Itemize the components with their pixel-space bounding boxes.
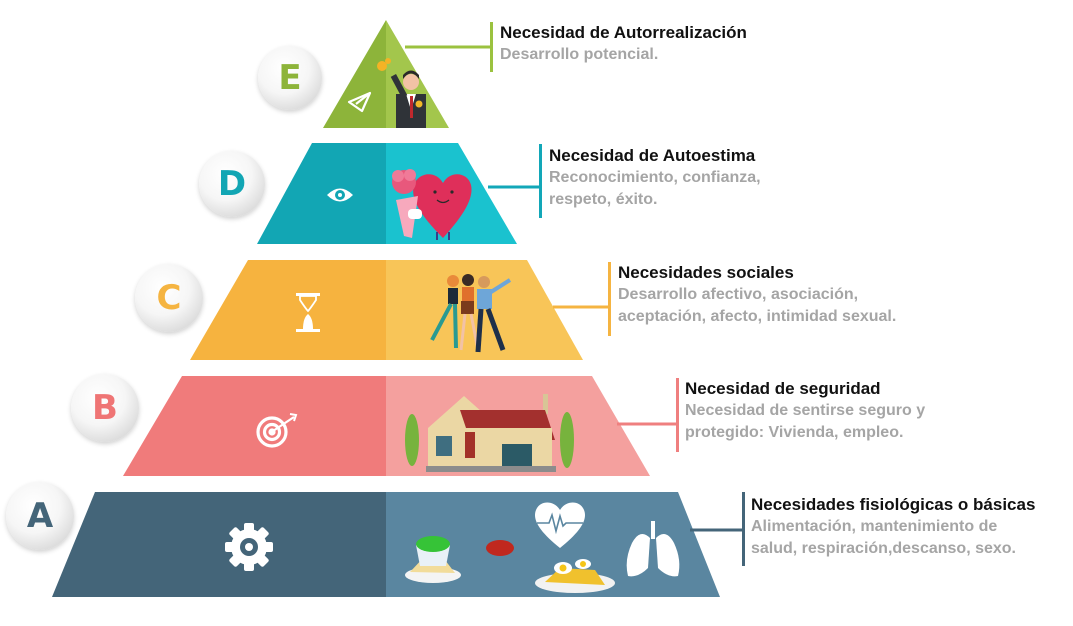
level-label-b: Necesidad de seguridad Necesidad de sent… xyxy=(685,378,925,444)
level-desc-line: respeto, éxito. xyxy=(549,191,658,208)
tier-c xyxy=(190,260,609,360)
label-bar-d xyxy=(539,144,542,218)
label-bar-b xyxy=(676,378,679,452)
level-badge-e: E xyxy=(258,46,322,110)
heart-pulse-icon xyxy=(535,502,585,548)
level-title: Necesidad de Autorrealización xyxy=(500,23,747,42)
level-desc-line: Necesidad de sentirse seguro y xyxy=(685,402,926,419)
level-desc-line: Desarrollo potencial. xyxy=(500,46,659,63)
level-desc-line: Alimentación, mantenimiento de xyxy=(751,518,998,535)
tier-a xyxy=(52,492,744,597)
level-label-a: Necesidades fisiológicas o básicas Alime… xyxy=(751,494,1035,560)
lungs-icon xyxy=(626,521,680,577)
food-illustration xyxy=(405,536,615,593)
tier-b xyxy=(123,376,678,476)
heart-with-flowers-illustration xyxy=(392,169,472,240)
level-desc-line: aceptación, afecto, intimidad sexual. xyxy=(618,308,897,325)
level-badge-b: B xyxy=(71,374,139,442)
level-title: Necesidades fisiológicas o básicas xyxy=(751,495,1036,514)
label-bar-a xyxy=(742,492,745,566)
group-of-friends-illustration xyxy=(430,274,512,353)
level-title: Necesidad de seguridad xyxy=(685,379,881,398)
level-badge-c: C xyxy=(135,264,203,332)
gear-icon xyxy=(225,523,273,571)
target-icon xyxy=(256,413,298,448)
level-desc-line: Desarrollo afectivo, asociación, xyxy=(618,286,859,303)
level-title: Necesidad de Autoestima xyxy=(549,146,756,165)
level-label-c: Necesidades sociales Desarrollo afectivo… xyxy=(618,262,896,328)
level-badge-a: A xyxy=(6,482,74,550)
level-badge-d: D xyxy=(199,151,265,217)
level-title: Necesidades sociales xyxy=(618,263,794,282)
paper-plane-icon xyxy=(347,91,372,113)
label-bar-c xyxy=(608,262,611,336)
hourglass-icon xyxy=(296,293,320,332)
level-label-d: Necesidad de Autoestima Reconocimiento, … xyxy=(549,145,761,211)
level-desc-line: Reconocimiento, confianza, xyxy=(549,169,761,186)
label-bar-e xyxy=(490,22,493,72)
level-desc-line: protegido: Vivienda, empleo. xyxy=(685,424,904,441)
eye-icon xyxy=(327,188,353,202)
businessman-illustration xyxy=(377,58,426,128)
level-label-e: Necesidad de Autorrealización Desarrollo… xyxy=(500,22,747,66)
level-desc-line: salud, respiración,descanso, sexo. xyxy=(751,540,1016,557)
tier-e xyxy=(323,20,492,128)
tier-d xyxy=(257,143,540,244)
house-illustration xyxy=(405,394,574,472)
